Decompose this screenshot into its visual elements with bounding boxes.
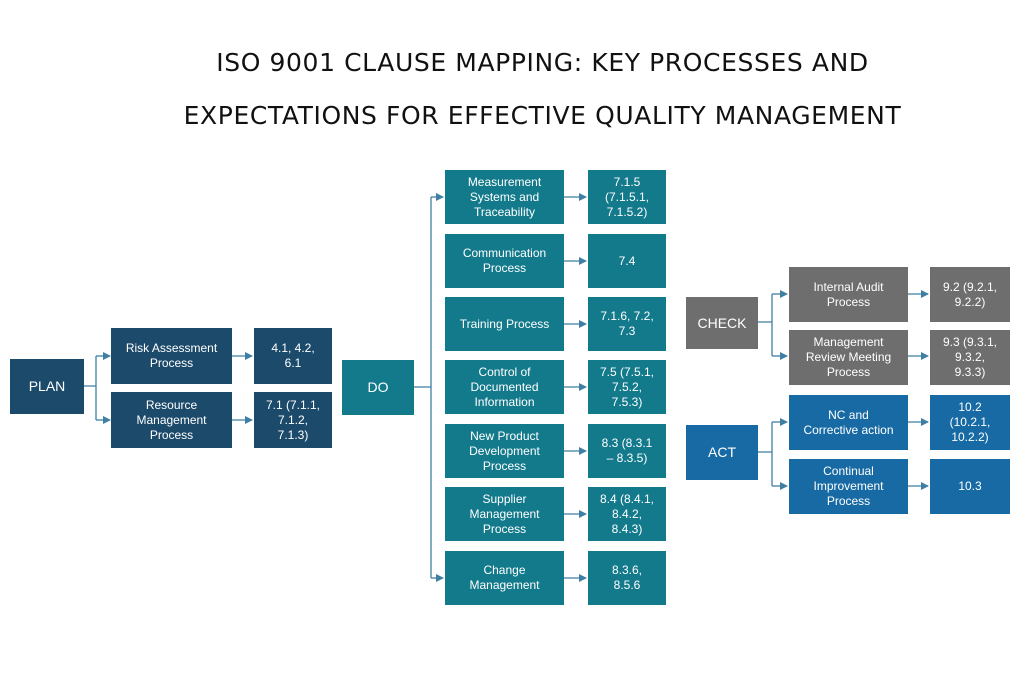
plan-phase-box: PLAN bbox=[10, 359, 84, 414]
do-clause-documented-information: 7.5 (7.5.1, 7.5.2, 7.5.3) bbox=[588, 360, 666, 414]
check-process-management-review: Management Review Meeting Process bbox=[789, 330, 908, 385]
plan-trunk bbox=[84, 356, 97, 420]
do-phase-box: DO bbox=[342, 360, 414, 415]
check-phase-box: CHECK bbox=[686, 297, 758, 349]
do-clause-communication: 7.4 bbox=[588, 234, 666, 288]
do-process-documented-information: Control of Documented Information bbox=[445, 360, 564, 414]
act-clause-nc-corrective-action: 10.2 (10.2.1, 10.2.2) bbox=[930, 395, 1010, 450]
act-clause-continual-improvement: 10.3 bbox=[930, 459, 1010, 514]
check-process-internal-audit: Internal Audit Process bbox=[789, 267, 908, 322]
act-process-nc-corrective-action: NC and Corrective action bbox=[789, 395, 908, 450]
act-trunk bbox=[758, 422, 773, 486]
check-clause-internal-audit: 9.2 (9.2.1, 9.2.2) bbox=[930, 267, 1010, 322]
do-clause-measurement-systems: 7.1.5 (7.1.5.1, 7.1.5.2) bbox=[588, 170, 666, 224]
do-process-training: Training Process bbox=[445, 297, 564, 351]
act-phase-box: ACT bbox=[686, 425, 758, 480]
act-process-continual-improvement: Continual Improvement Process bbox=[789, 459, 908, 514]
do-trunk bbox=[414, 197, 432, 578]
do-process-change-management: Change Management bbox=[445, 551, 564, 605]
do-clause-training: 7.1.6, 7.2, 7.3 bbox=[588, 297, 666, 351]
do-clause-new-product-development: 8.3 (8.3.1 – 8.3.5) bbox=[588, 424, 666, 478]
check-trunk bbox=[758, 294, 773, 356]
diagram-title-line-1: ISO 9001 CLAUSE MAPPING: KEY PROCESSES A… bbox=[216, 48, 869, 77]
do-process-new-product-development: New Product Development Process bbox=[445, 424, 564, 478]
plan-clause-risk-assessment: 4.1, 4.2, 6.1 bbox=[254, 328, 332, 384]
do-process-communication: Communication Process bbox=[445, 234, 564, 288]
do-clause-change-management: 8.3.6, 8.5.6 bbox=[588, 551, 666, 605]
do-process-measurement-systems: Measurement Systems and Traceability bbox=[445, 170, 564, 224]
check-clause-management-review: 9.3 (9.3.1, 9.3.2, 9.3.3) bbox=[930, 330, 1010, 385]
plan-clause-resource-management: 7.1 (7.1.1, 7.1.2, 7.1.3) bbox=[254, 392, 332, 448]
do-process-supplier-management: Supplier Management Process bbox=[445, 487, 564, 541]
diagram-title-line-2: EXPECTATIONS FOR EFFECTIVE QUALITY MANAG… bbox=[183, 101, 902, 130]
do-clause-supplier-management: 8.4 (8.4.1, 8.4.2, 8.4.3) bbox=[588, 487, 666, 541]
plan-process-resource-management: Resource Management Process bbox=[111, 392, 232, 448]
plan-process-risk-assessment: Risk Assessment Process bbox=[111, 328, 232, 384]
